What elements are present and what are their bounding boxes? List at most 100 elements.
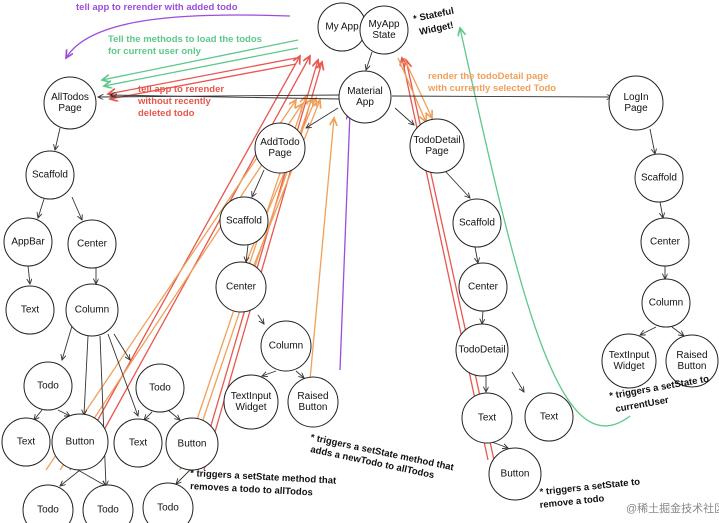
node-circle — [455, 323, 509, 377]
tree-edge — [28, 265, 30, 284]
tree-edge — [34, 409, 43, 420]
stateful-note: * Stateful Widget! — [412, 6, 455, 38]
tree-edge — [38, 198, 45, 218]
node-label: TodoDetail — [458, 345, 505, 356]
node-label: TextInput — [609, 350, 650, 361]
node-circle — [51, 413, 109, 471]
tree-edge — [60, 469, 81, 486]
node-label: Center — [226, 282, 257, 293]
tree-edge — [394, 107, 414, 125]
tree-edge — [176, 469, 191, 484]
red-arrow — [108, 57, 297, 94]
annotation-orange-line-2: with currently selected Todo — [427, 83, 556, 94]
orange-arrow — [309, 118, 334, 381]
node-circle — [640, 217, 690, 267]
node-label: AddTodo — [260, 137, 300, 148]
node-center-c: Center — [458, 262, 508, 312]
node-label: Button — [678, 361, 707, 372]
tree-edge — [482, 310, 483, 324]
tree-edge — [62, 325, 73, 360]
node-text-1: Text — [1, 417, 51, 467]
node-todo-2: Todo — [135, 363, 185, 413]
node-column-b: Column — [260, 320, 312, 372]
node-label: Page — [624, 103, 648, 114]
red-arrow — [197, 60, 318, 471]
node-column-d: Column — [641, 278, 691, 328]
node-circle — [254, 122, 306, 174]
node-circle — [22, 484, 74, 523]
node-circle — [260, 320, 312, 372]
tree-edge — [257, 314, 264, 324]
purple-arrow — [66, 14, 291, 58]
tree-edge — [660, 201, 663, 218]
node-label: Widget — [235, 402, 266, 413]
annotation-red-line-1: tell app to rerender — [138, 84, 224, 95]
tree-edge — [55, 127, 61, 150]
node-circle — [601, 333, 657, 389]
node-scaffold-a: Scaffold — [25, 150, 75, 200]
node-circle — [524, 392, 574, 442]
tree-edge — [99, 335, 106, 486]
tree-edge — [110, 95, 341, 100]
node-label: Text — [540, 412, 559, 423]
annotation-red-line-3: deleted todo — [138, 108, 195, 119]
node-label: Scaffold — [32, 170, 68, 181]
tree-edge — [98, 95, 341, 97]
node-circle — [25, 150, 75, 200]
annotation-purple: tell app to rerender with added todo — [76, 2, 238, 13]
annotation-green-line-2: for current user only — [108, 46, 202, 57]
node-circle — [142, 482, 194, 523]
node-scaffold-b: Scaffold — [219, 196, 269, 246]
tree-edge — [671, 326, 684, 336]
node-circle — [135, 363, 185, 413]
tree-edges — [28, 51, 684, 486]
node-label: Todo — [37, 505, 59, 516]
node-label: State — [372, 30, 396, 41]
node-circle — [219, 196, 269, 246]
node-text-2: Text — [113, 418, 163, 468]
node-circle — [338, 70, 392, 124]
tree-edge — [262, 370, 277, 376]
node-label: Text — [129, 438, 148, 449]
node-label: Text — [478, 413, 497, 424]
node-label: Center — [77, 239, 108, 250]
node-label: Todo — [157, 503, 179, 514]
tree-edge — [246, 244, 248, 262]
node-myapp: My App — [317, 2, 367, 52]
orange-arrow — [397, 57, 426, 122]
node-label: Button — [66, 437, 95, 448]
node-label: Page — [268, 148, 292, 159]
node-circle — [215, 261, 267, 313]
tree-edge — [306, 107, 339, 128]
node-label: TextInput — [231, 391, 272, 402]
node-label: Button — [501, 469, 530, 480]
annotation-red: tell app to rerender without recently de… — [137, 84, 224, 119]
tree-edge — [71, 196, 82, 220]
annotation-red-line-2: without recently — [137, 96, 212, 107]
node-circle — [287, 376, 339, 428]
red-arrow — [69, 56, 300, 471]
node-label: Text — [17, 437, 36, 448]
node-label: Raised — [676, 350, 707, 361]
tree-edge — [77, 469, 106, 486]
node-circle — [223, 374, 279, 430]
node-circle — [452, 198, 502, 248]
note-remove-todo: * triggers a setState method that remove… — [190, 468, 337, 498]
red-arrow — [402, 58, 489, 461]
annotation-orange: render the todoDetail page with currentl… — [427, 71, 556, 94]
node-circle — [82, 484, 134, 523]
node-circle — [23, 361, 73, 411]
node-tododetail: TodoDetail — [455, 323, 509, 377]
node-circle — [488, 447, 542, 501]
node-label: Todo — [37, 381, 59, 392]
